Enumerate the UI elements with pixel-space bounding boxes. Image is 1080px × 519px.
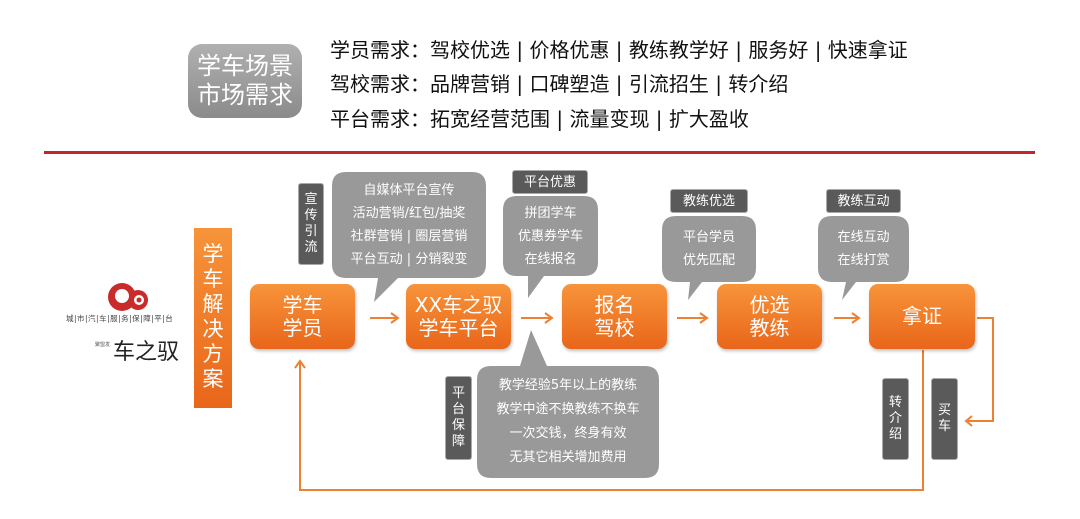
coach-select-line: 平台学员 — [682, 230, 735, 245]
section-divider — [44, 151, 1035, 154]
solution-char: 案 — [202, 367, 224, 391]
promotion-tag-char: 传 — [304, 208, 318, 223]
solution-char: 解 — [202, 292, 224, 316]
platform-needs: 平台需求：拓宽经营范围 | 流量变现 | 扩大盈收 — [330, 103, 749, 132]
discount-line: 拼团学车 — [524, 205, 577, 221]
node-school: 报名 驾校 — [562, 284, 667, 349]
node-coach-line-2: 教练 — [749, 315, 790, 340]
buy-car-tag-char: 车 — [937, 419, 951, 434]
guarantee-tag-char: 平 — [451, 386, 465, 401]
referral-tag-char: 绍 — [888, 427, 902, 442]
node-coach: 优选 教练 — [717, 284, 822, 349]
discount-bubble — [503, 196, 598, 298]
discount-callout: 拼团学车 优惠券学车 在线报名 — [503, 198, 598, 274]
solution-char: 决 — [202, 317, 224, 341]
discount-line: 优惠券学车 — [517, 228, 583, 244]
scene-demand-tag: 学车场景 市场需求 — [188, 44, 302, 118]
node-license-line-1: 拿证 — [902, 304, 942, 328]
referral-tag-char: 介 — [888, 411, 902, 426]
buy-car-line — [964, 317, 994, 427]
promotion-bubble — [332, 172, 486, 302]
solution-char: 方 — [202, 342, 224, 366]
coach-interact-callout: 在线互动 在线打赏 — [818, 218, 909, 280]
guarantee-bubble — [477, 330, 659, 478]
return-loop-line — [294, 350, 924, 491]
brand-logo-icon — [108, 283, 148, 311]
guarantee-callout: 教学经验5年以上的教练 教学中途不换教练不换车 一次交钱，终身有效 无其它相关增… — [477, 368, 659, 476]
platform-needs-items: 拓宽经营范围 | 流量变现 | 扩大盈收 — [430, 107, 749, 131]
flow-arrows — [294, 312, 994, 491]
promotion-line: 活动营销/红包/抽奖 — [352, 206, 466, 221]
discount-line: 在线报名 — [524, 251, 577, 267]
solution-char: 车 — [202, 267, 224, 291]
brand-name: 车之驭 — [113, 340, 180, 365]
arrow-school-to-coach — [677, 312, 709, 324]
arrow-platform-to-school — [521, 312, 554, 324]
promotion-line: 社群营销 | 圈层营销 — [350, 229, 468, 244]
coach-interact-line: 在线互动 — [837, 230, 890, 245]
promotion-line: 平台互动 | 分销裂变 — [350, 252, 468, 267]
student-needs-separator: ： — [410, 38, 430, 62]
guarantee-line: 教学经验5年以上的教练 — [498, 378, 638, 393]
node-platform-line-1: XX车之驭 — [414, 292, 503, 317]
guarantee-tag-char: 障 — [451, 434, 465, 449]
coach-select-callout: 平台学员 优先匹配 — [662, 218, 756, 280]
guarantee-line: 教学中途不换教练不换车 — [496, 402, 640, 417]
coach-interact-tag: 教练互动 — [826, 189, 901, 213]
promotion-tag: 宣 传 引 流 — [298, 183, 324, 265]
student-needs-items: 驾校优选 | 价格优惠 | 教练教学好 | 服务好 | 快速拿证 — [430, 38, 908, 62]
promotion-callout: 自媒体平台宣传 活动营销/红包/抽奖 社群营销 | 圈层营销 平台互动 | 分销… — [332, 174, 486, 276]
node-platform: XX车之驭 学车平台 — [406, 284, 511, 349]
coach-select-bubble — [662, 216, 756, 300]
node-coach-line-1: 优选 — [749, 292, 790, 317]
buy-car-tag-char: 买 — [937, 403, 951, 418]
node-student-line-1: 学车 — [282, 292, 323, 317]
buy-car-tag: 买 车 — [931, 378, 958, 460]
node-license: 拿证 — [869, 284, 975, 349]
platform-needs-separator: ： — [410, 107, 430, 131]
platform-needs-label: 平台需求 — [330, 107, 410, 131]
guarantee-tag-char: 台 — [451, 402, 465, 417]
solution-tag: 学 车 解 决 方 案 — [194, 228, 232, 408]
school-needs-items: 品牌营销 | 口碑塑造 | 引流招生 | 转介绍 — [430, 72, 789, 96]
coach-interact-bubble — [818, 216, 909, 300]
coach-interact-line: 在线打赏 — [837, 253, 890, 268]
promotion-line: 自媒体平台宣传 — [363, 183, 455, 198]
referral-tag: 转 介 绍 — [882, 378, 909, 460]
brand-sub-mark: 聚盟发 — [95, 342, 111, 348]
guarantee-line: 一次交钱，终身有效 — [509, 426, 627, 441]
node-school-line-2: 驾校 — [594, 315, 635, 340]
guarantee-line: 无其它相关增加费用 — [509, 450, 627, 465]
discount-tag: 平台优惠 — [512, 170, 588, 194]
school-needs-separator: ： — [410, 72, 430, 96]
school-needs: 驾校需求：品牌营销 | 口碑塑造 | 引流招生 | 转介绍 — [330, 68, 788, 97]
scene-label-line-2: 市场需求 — [197, 81, 293, 109]
school-needs-label: 驾校需求 — [330, 72, 410, 96]
guarantee-tag: 平 台 保 障 — [445, 376, 472, 460]
guarantee-tag-char: 保 — [451, 418, 465, 433]
node-platform-line-2: 学车平台 — [418, 315, 499, 340]
student-needs-label: 学员需求 — [330, 38, 410, 62]
coach-select-line: 优先匹配 — [682, 253, 735, 268]
coach-select-tag: 教练优选 — [670, 189, 748, 213]
promotion-tag-char: 宣 — [304, 192, 318, 207]
referral-tag-char: 转 — [888, 395, 902, 410]
promotion-tag-char: 引 — [304, 224, 318, 239]
arrow-student-to-platform — [370, 312, 400, 324]
brand-tagline: 城|市|汽|车|服|务|保|障|平|台 — [66, 314, 174, 323]
node-school-line-1: 报名 — [594, 292, 635, 317]
arrow-coach-to-license — [834, 312, 861, 324]
student-needs: 学员需求：驾校优选 | 价格优惠 | 教练教学好 | 服务好 | 快速拿证 — [330, 34, 908, 63]
scene-label-line-1: 学车场景 — [197, 52, 293, 80]
node-student: 学车 学员 — [250, 284, 355, 349]
promotion-tag-char: 流 — [304, 240, 318, 255]
node-student-line-2: 学员 — [282, 315, 323, 340]
solution-char: 学 — [202, 242, 224, 266]
